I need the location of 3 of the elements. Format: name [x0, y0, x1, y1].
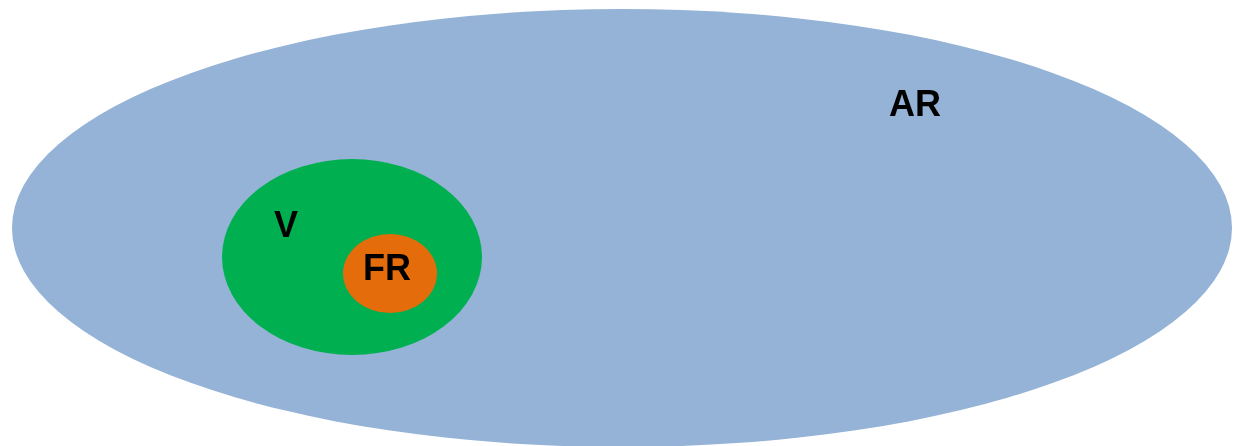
region-label: V — [274, 207, 298, 243]
region-label: FR — [363, 250, 411, 286]
region-label: AR — [889, 86, 941, 122]
